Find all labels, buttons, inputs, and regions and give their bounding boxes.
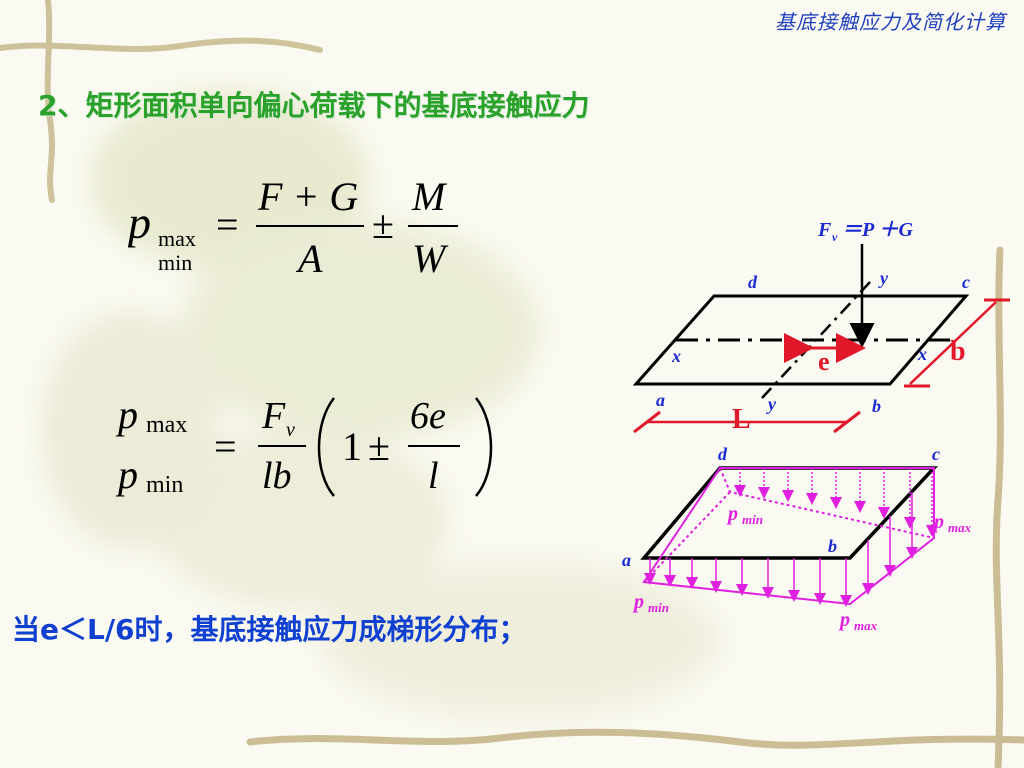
axis-x-right: x bbox=[917, 344, 927, 364]
stress-envelope-left bbox=[643, 491, 731, 583]
svg-text:F: F bbox=[817, 219, 832, 241]
corner-a-top: a bbox=[656, 390, 665, 410]
formula2-max: max bbox=[146, 412, 187, 438]
formula2-p-bottom: p bbox=[115, 452, 138, 497]
length-label: L bbox=[732, 404, 751, 435]
eccentricity-label: e bbox=[818, 347, 830, 376]
corner-c-bottom: c bbox=[932, 444, 940, 464]
formula2-one: 1 bbox=[342, 424, 362, 469]
foundation-stress-diagram: F v ＝P ＋G d c a b y y x x e b L bbox=[622, 219, 1010, 633]
formula1-equals: = bbox=[216, 202, 239, 247]
formula-pmax-pmin-eccentric: p max p min = F v lb 1 ± 6e l bbox=[115, 392, 493, 498]
formula2-num-v: v bbox=[286, 419, 295, 441]
formula2-plusminus: ± bbox=[368, 424, 390, 469]
formula2-num-6e: 6e bbox=[410, 395, 446, 437]
svg-text:v: v bbox=[832, 230, 838, 244]
formula1-num1: F + G bbox=[257, 174, 358, 219]
length-tick-right bbox=[833, 410, 861, 434]
corner-b-bottom: b bbox=[828, 536, 837, 556]
formula2-num-F: F bbox=[261, 395, 286, 437]
axis-x-left: x bbox=[671, 346, 681, 366]
label-pmax-right: p max bbox=[932, 511, 972, 535]
svg-text:min: min bbox=[648, 600, 669, 615]
corner-a-bottom: a bbox=[622, 550, 631, 570]
force-label: F v ＝P ＋G bbox=[817, 219, 913, 244]
formula1-p: p bbox=[128, 197, 151, 248]
svg-text:＝P ＋G: ＝P ＋G bbox=[842, 219, 913, 241]
formula1-den2: W bbox=[412, 236, 449, 281]
label-pmin-back: p min bbox=[726, 503, 763, 527]
formula2-den-l: l bbox=[428, 455, 439, 497]
corner-b-top: b bbox=[872, 396, 881, 416]
corner-d-bottom: d bbox=[718, 444, 728, 464]
formula1-den1: A bbox=[295, 236, 323, 281]
formula1-num2: M bbox=[411, 174, 448, 219]
svg-text:p: p bbox=[726, 503, 738, 525]
slide-header-title: 基底接触应力及简化计算 bbox=[775, 10, 1006, 34]
axis-y-top: y bbox=[878, 268, 889, 288]
formula2-right-paren bbox=[475, 397, 493, 497]
axis-y-bottom: y bbox=[766, 394, 777, 414]
label-pmax-front: p max bbox=[838, 609, 878, 633]
length-tick-left bbox=[633, 410, 661, 434]
formula2-p-top: p bbox=[115, 392, 138, 437]
label-pmin-front: p min bbox=[632, 591, 669, 615]
section-title: 2、矩形面积单向偏心荷载下的基底接触应力 bbox=[38, 89, 590, 122]
formula1-sub-min: min bbox=[158, 250, 192, 275]
stress-arrows-front bbox=[644, 558, 852, 607]
formula2-min: min bbox=[146, 472, 183, 498]
svg-text:max: max bbox=[854, 618, 878, 633]
formula1-plusminus: ± bbox=[372, 202, 394, 247]
corner-d-top: d bbox=[748, 272, 758, 292]
svg-text:max: max bbox=[948, 520, 972, 535]
stress-arrows-right bbox=[862, 492, 918, 595]
conclusion-text: 当e＜L/6时，基底接触应力成梯形分布； bbox=[12, 613, 527, 646]
formula2-equals: = bbox=[214, 424, 237, 469]
width-dimension bbox=[909, 301, 997, 385]
formula-pmax-pmin-basic: p max min = F + G A ± M W bbox=[128, 174, 458, 281]
svg-text:min: min bbox=[742, 512, 763, 527]
svg-text:p: p bbox=[932, 511, 944, 533]
formula2-den-lb: lb bbox=[262, 455, 292, 497]
corner-c-top: c bbox=[962, 272, 970, 292]
svg-text:p: p bbox=[838, 609, 850, 631]
formula2-left-paren bbox=[317, 397, 335, 497]
stress-arrows-back bbox=[734, 468, 938, 537]
foundation-plan bbox=[632, 294, 970, 386]
svg-text:p: p bbox=[632, 591, 644, 613]
width-label: b bbox=[950, 336, 966, 367]
formula1-sup-max: max bbox=[158, 226, 196, 251]
